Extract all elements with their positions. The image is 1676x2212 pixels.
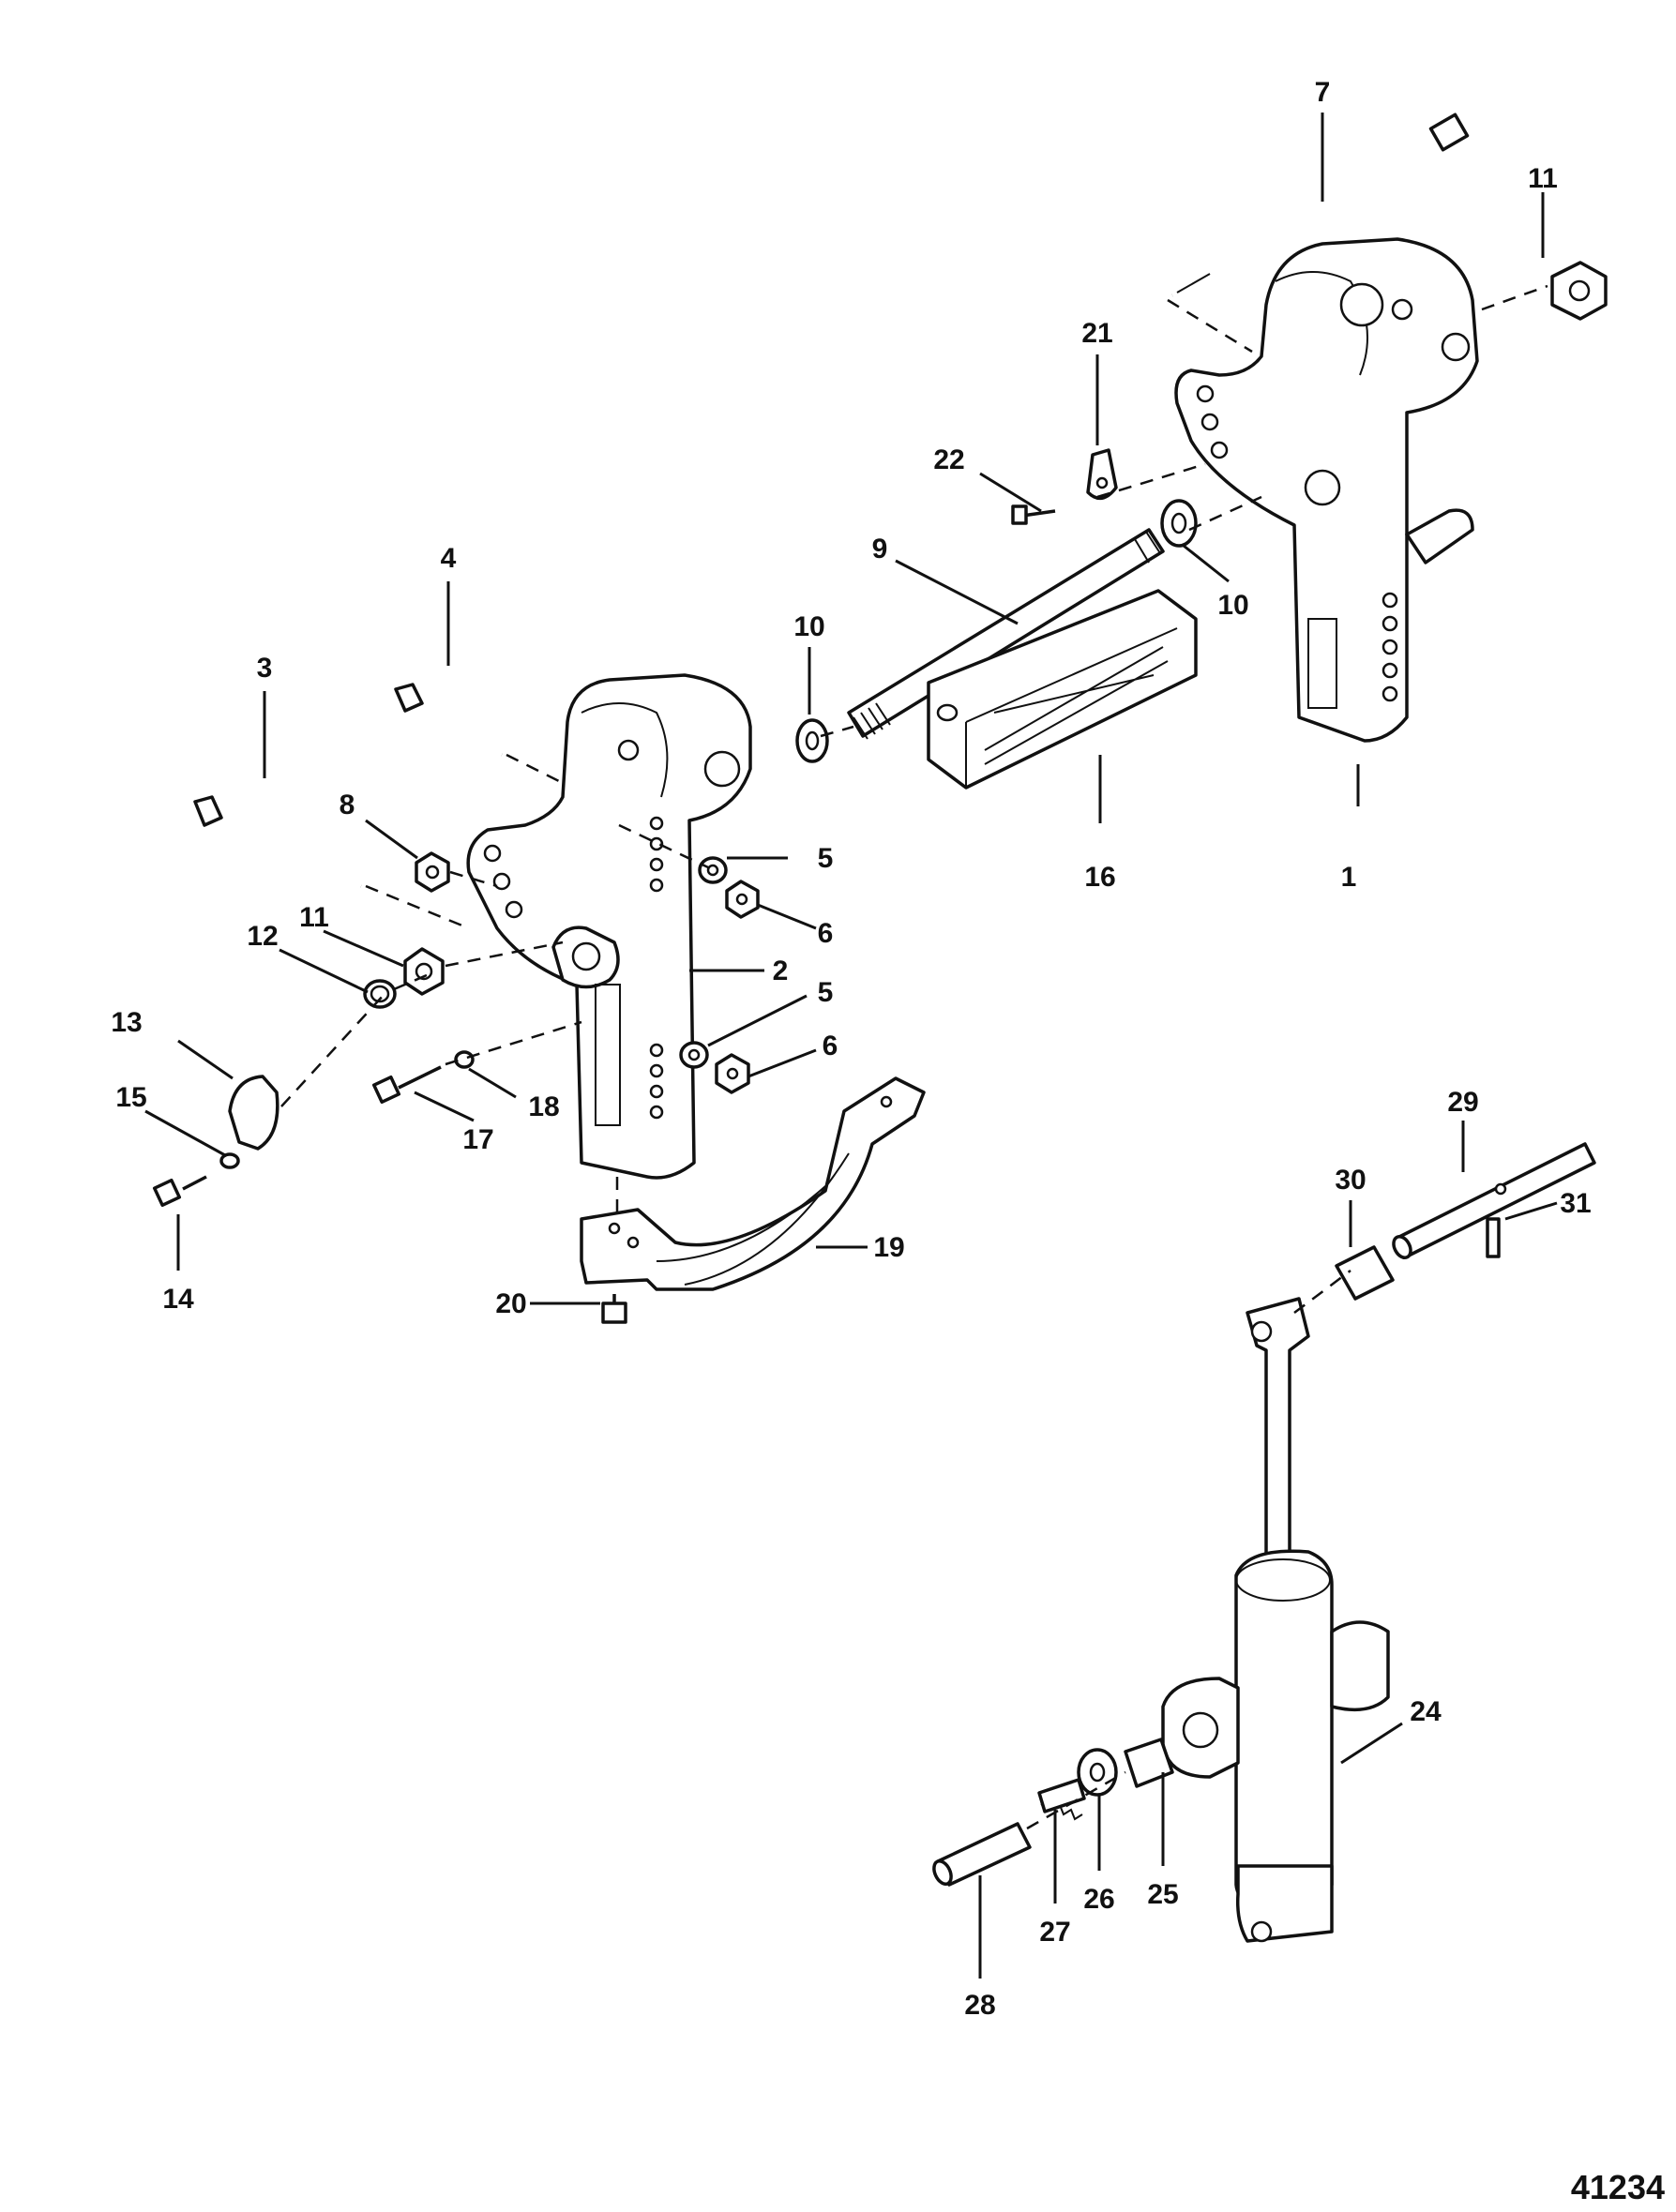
callout-22: 22 [933,444,964,475]
part-6-nut-upper [725,880,760,919]
callout-8: 8 [340,790,355,820]
part-22-screw [1011,504,1056,525]
callout-24: 24 [1410,1696,1442,1727]
callout-5-lower: 5 [818,977,834,1008]
part-17-bolt [371,1065,442,1105]
callout-12: 12 [247,921,278,952]
callout-7: 7 [1315,77,1331,108]
part-24-cylinder [1161,1297,1390,1943]
callout-4: 4 [441,543,457,574]
part-29-pin [1392,1142,1596,1259]
part-2-clamp-bracket-left [466,673,752,1180]
callout-2: 2 [773,956,789,986]
callout-11-right: 11 [1528,163,1558,194]
callout-3: 3 [257,653,273,684]
callout-21: 21 [1081,318,1112,349]
callout-9: 9 [872,534,888,564]
part-12-ring [363,979,397,1009]
callout-15: 15 [115,1082,146,1113]
part-15-washer [219,1152,240,1169]
callout-5-upper: 5 [818,843,834,874]
part-13-cover-plate [228,1075,279,1151]
alignment-lines [280,284,1548,1830]
callout-6-upper: 6 [818,918,834,949]
part-18-washer [454,1050,475,1069]
callout-10-left: 10 [793,611,824,642]
callout-19: 19 [873,1232,904,1263]
callout-10-right: 10 [1217,590,1248,621]
part-4-bolt [394,683,504,758]
leader-lines [144,113,1558,1979]
part-31-roll-pin [1486,1217,1501,1258]
callout-27: 27 [1039,1917,1070,1948]
part-10-washer-right [1160,499,1198,548]
part-7-long-bolt [1170,113,1470,298]
part-5-washer-upper [698,856,728,884]
callout-26: 26 [1083,1884,1114,1915]
part-8-nut [415,851,450,893]
callout-11-left: 11 [299,902,329,933]
callout-31: 31 [1560,1188,1591,1219]
part-6-nut-lower [715,1053,750,1094]
part-20-screw [601,1294,627,1324]
part-19-support-strap [580,1076,926,1291]
callout-25: 25 [1147,1879,1178,1910]
part-26-washer [1077,1748,1118,1797]
callout-30: 30 [1335,1165,1366,1196]
part-14-screw [152,1175,207,1208]
part-5-washer-lower [679,1041,709,1069]
callout-13: 13 [111,1007,142,1038]
part-11-nut-right [1550,261,1608,321]
callout-6-lower: 6 [823,1031,838,1061]
callout-17: 17 [462,1124,493,1155]
callout-29: 29 [1447,1087,1478,1118]
callout-20: 20 [495,1288,526,1319]
callout-28: 28 [964,1990,995,2021]
callout-labels: 1 2 3 4 5 5 6 6 7 8 9 10 10 11 11 12 13 … [111,77,1591,2021]
part-1-clamp-bracket-right [1174,237,1479,743]
part-10-washer-left [795,718,829,763]
part-3-long-bolt [193,795,363,889]
part-16-spacer-block [927,589,1198,790]
figure-id: 41234 [1571,2168,1665,2206]
part-28-rod [932,1822,1032,1887]
callout-14: 14 [162,1284,194,1315]
callout-16: 16 [1084,862,1115,893]
part-27-spring [1037,1778,1086,1821]
part-30-bushing [1335,1245,1395,1301]
part-25-bushing [1124,1738,1174,1788]
callout-1: 1 [1341,862,1357,893]
part-21-clip [1086,448,1118,501]
callout-18: 18 [528,1091,559,1122]
part-11-nut-left [403,947,445,996]
